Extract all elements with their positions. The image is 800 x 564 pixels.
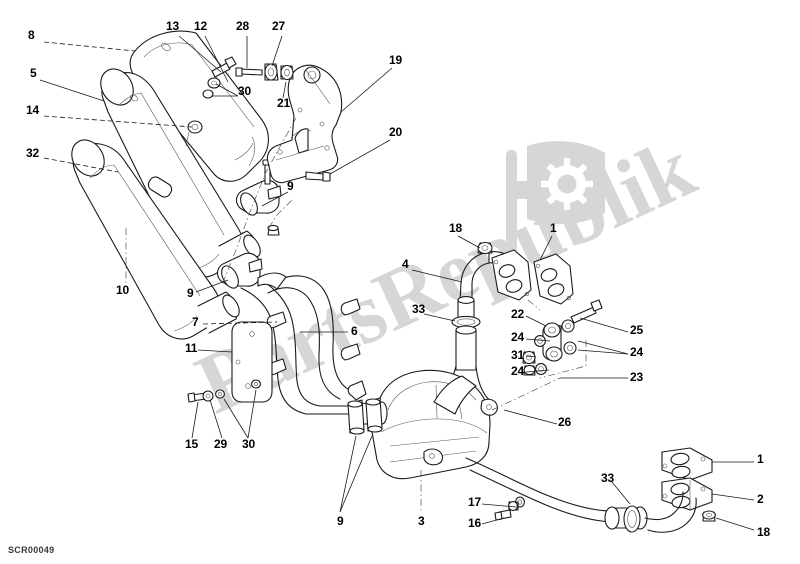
callout-10: 10: [116, 283, 129, 297]
callout-14: 14: [26, 103, 39, 117]
callout-25: 25: [630, 323, 643, 337]
drawing-code-label: SCR00049: [8, 545, 55, 555]
callout-16: 16: [468, 516, 481, 530]
hardware-16-17: [494, 496, 525, 521]
callout-27: 27: [272, 19, 285, 33]
callout-26: 26: [558, 415, 571, 429]
callout-9-bottom: 9: [337, 514, 344, 528]
heat-shield-11: [231, 321, 273, 403]
leader-lines: [39, 35, 755, 531]
callout-4: 4: [402, 257, 409, 271]
callout-28: 28: [236, 19, 249, 33]
clamp-9-lower: [216, 252, 263, 289]
callout-33-upper: 33: [412, 302, 425, 316]
callout-19: 19: [389, 53, 402, 67]
callout-24-a: 24: [511, 330, 524, 344]
callout-24-c: 24: [511, 364, 524, 378]
callout-17: 17: [468, 495, 481, 509]
callout-11: 11: [185, 341, 198, 355]
callout-15: 15: [185, 437, 198, 451]
clamp-9-upper: [235, 159, 282, 236]
tailpipe-rear: [465, 457, 648, 533]
hardware-row-top: [235, 63, 294, 81]
rear-flange-assembly: [644, 447, 716, 533]
link-assembly: [522, 299, 603, 376]
callout-31: 31: [511, 348, 524, 362]
callout-8: 8: [28, 28, 35, 42]
callout-33-rear: 33: [601, 471, 614, 485]
callout-13: 13: [166, 19, 179, 33]
callout-23: 23: [630, 370, 643, 384]
callout-18-upper: 18: [449, 221, 462, 235]
callout-9-mid: 9: [187, 286, 194, 300]
callout-21: 21: [277, 96, 290, 110]
callout-1-rear: 1: [757, 452, 764, 466]
callout-9-top: 9: [287, 179, 294, 193]
callout-18-rear: 18: [757, 525, 770, 539]
callout-5: 5: [30, 66, 37, 80]
callout-2: 2: [757, 492, 764, 506]
callout-30-lower: 30: [242, 437, 255, 451]
clamps-9-bottom: [347, 380, 383, 435]
callout-22: 22: [511, 307, 524, 321]
callout-20: 20: [389, 125, 402, 139]
callout-32: 32: [26, 146, 39, 160]
nut-18-upper: [477, 241, 493, 255]
callout-3: 3: [418, 514, 425, 528]
flange-1-upper: [491, 249, 574, 305]
bracket-19: [266, 64, 343, 184]
bolt-20: [305, 171, 331, 182]
callout-29: 29: [214, 437, 227, 451]
callout-30-upper: 30: [238, 84, 251, 98]
hardware-15-29-30: [187, 379, 261, 403]
callout-1-upper: 1: [550, 221, 557, 235]
callout-24-b: 24: [630, 345, 643, 359]
callout-12: 12: [194, 19, 207, 33]
hardware-13-12-30: [185, 56, 237, 147]
callout-6: 6: [351, 324, 358, 338]
callout-7: 7: [192, 315, 199, 329]
assembly-centerlines: [125, 117, 587, 512]
silencer-lower-32: [71, 139, 240, 340]
